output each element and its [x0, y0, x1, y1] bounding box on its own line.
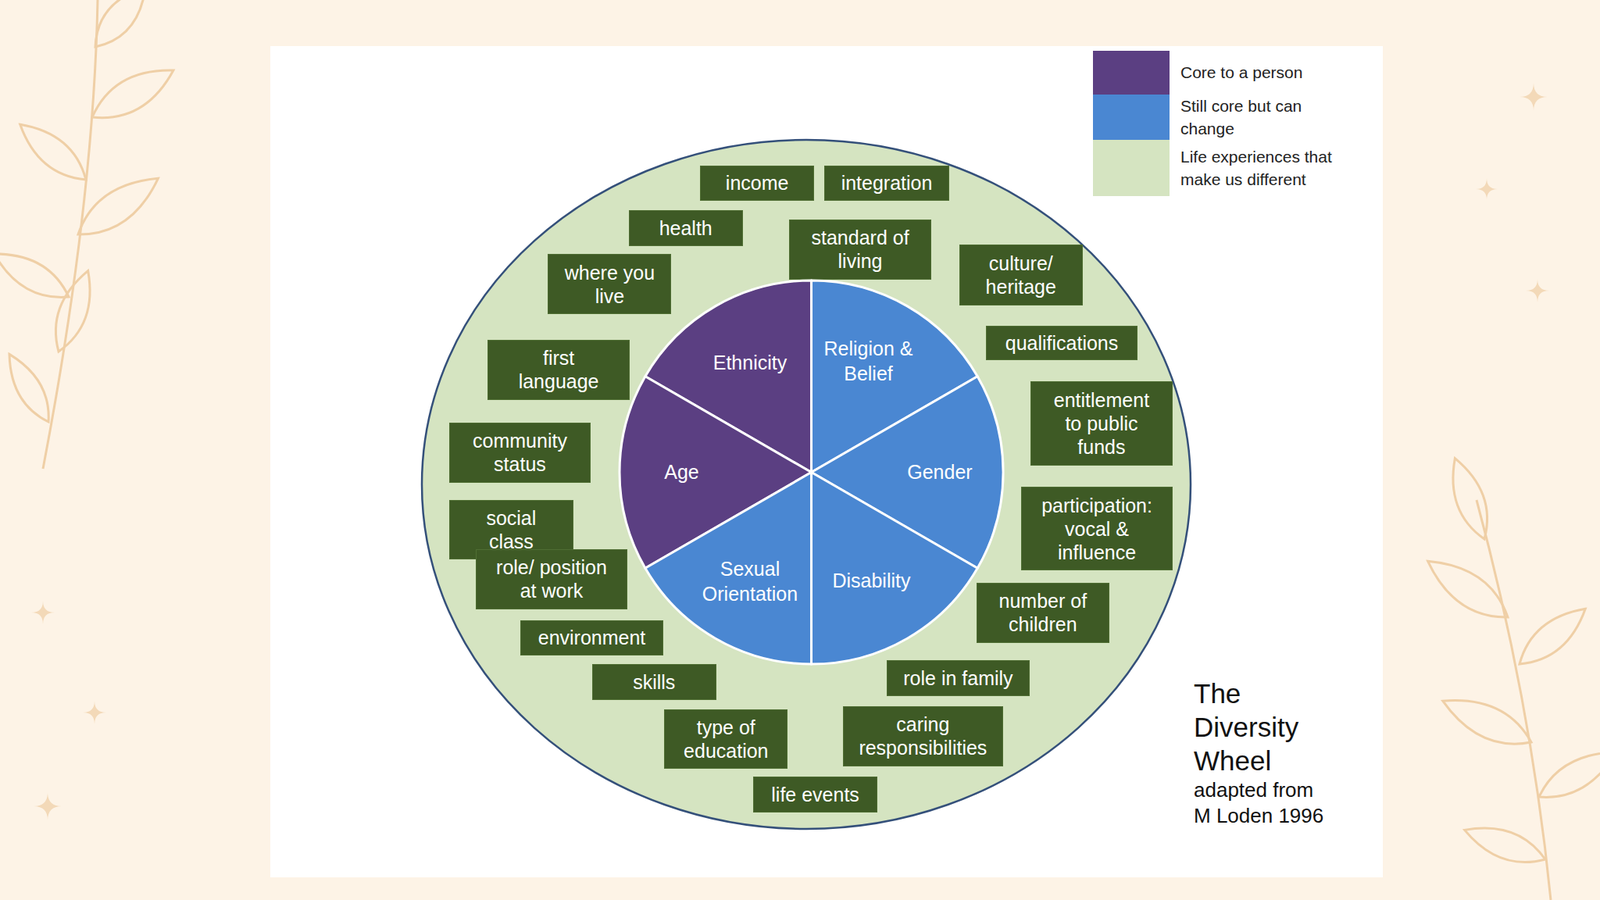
- leaf: [1460, 817, 1550, 873]
- box-label: participation: vocal & influence: [1038, 493, 1156, 565]
- outer-ellipse: [421, 139, 1191, 829]
- box-label: type of education: [678, 715, 773, 763]
- experience-box: health: [628, 210, 743, 247]
- leaf: [85, 0, 157, 56]
- wedge: [645, 472, 812, 665]
- slice-label: Age: [664, 460, 699, 485]
- box-label: role/ position at work: [492, 555, 611, 603]
- experience-box: role in family: [886, 660, 1030, 697]
- sparkle: [33, 792, 62, 821]
- experience-box: standard of living: [789, 219, 933, 280]
- experience-box: first language: [487, 339, 630, 400]
- legend-swatch: [1092, 139, 1170, 197]
- slice-label: Religion & Belief: [817, 336, 920, 386]
- legend-label: Core to a person: [1180, 60, 1345, 84]
- box-label: standard of living: [805, 225, 915, 273]
- white-panel: [270, 46, 1383, 878]
- legend-label: Life experiences that make us different: [1180, 145, 1345, 192]
- leaf: [1532, 739, 1600, 809]
- experience-box: qualifications: [985, 325, 1139, 361]
- box-label: income: [725, 171, 790, 195]
- title: The Diversity Wheel: [1193, 676, 1311, 778]
- leaf: [10, 114, 95, 191]
- box-label: first language: [514, 346, 604, 393]
- slice-label: Sexual Orientation: [695, 557, 805, 607]
- leaf: [1510, 598, 1595, 675]
- leaf: [0, 348, 59, 429]
- experience-box: caring responsibilities: [842, 706, 1004, 767]
- experience-box: integration: [824, 165, 949, 202]
- slice-shape: [619, 280, 1004, 665]
- box-label: role in family: [903, 666, 1013, 690]
- legend-swatch: [1092, 94, 1170, 140]
- legend-swatch: [1092, 50, 1170, 95]
- sparkle: [1525, 278, 1550, 303]
- right-foliage: [1418, 453, 1600, 900]
- box-label: entitlement to public funds: [1048, 388, 1154, 459]
- experience-box: entitlement to public funds: [1030, 381, 1173, 465]
- box-label: social class: [475, 506, 547, 554]
- sparkle: [82, 700, 107, 725]
- leaf: [46, 266, 102, 357]
- box-label: integration: [841, 171, 933, 195]
- leaf: [84, 57, 182, 132]
- box-label: culture/ heritage: [975, 251, 1066, 299]
- experience-box: number of children: [976, 582, 1110, 643]
- box-label: skills: [632, 670, 675, 694]
- slice-label: Ethnicity: [713, 350, 787, 375]
- box-label: health: [659, 216, 713, 240]
- stem: [1476, 500, 1551, 900]
- wedge: [810, 472, 978, 665]
- sparkle: [1475, 178, 1498, 200]
- leaf: [1435, 686, 1538, 757]
- title-block: The Diversity Wheeladapted from M Loden …: [1193, 676, 1331, 829]
- pie-slice: Disability: [619, 280, 1004, 665]
- box-label: qualifications: [1005, 331, 1119, 355]
- box-label: community status: [468, 428, 571, 476]
- box-label: number of children: [992, 589, 1094, 636]
- sparkle: [31, 600, 55, 625]
- experience-box: type of education: [664, 709, 788, 769]
- box-label: where you live: [560, 260, 659, 308]
- slice-label: Gender: [907, 460, 972, 485]
- experience-box: culture/ heritage: [959, 244, 1083, 305]
- experience-box: where you live: [547, 253, 672, 315]
- left-foliage: [0, 0, 182, 469]
- experience-box: participation: vocal & influence: [1021, 486, 1172, 571]
- experience-box: environment: [520, 620, 664, 655]
- caption: adapted from M Loden 1996: [1193, 777, 1331, 829]
- legend-label: Still core but can change: [1180, 94, 1345, 141]
- experience-box: community status: [449, 422, 592, 483]
- experience-box: income: [700, 165, 815, 202]
- leaf: [69, 165, 168, 247]
- leaf: [1418, 548, 1517, 630]
- leaf: [1442, 453, 1498, 544]
- box-label: caring responsibilities: [852, 712, 993, 760]
- experience-box: skills: [592, 664, 717, 700]
- box-label: life events: [771, 782, 860, 807]
- experience-box: life events: [753, 776, 878, 813]
- box-label: environment: [538, 625, 647, 650]
- slice-label: Disability: [832, 569, 911, 594]
- sparkle: [1519, 82, 1548, 111]
- experience-box: role/ position at work: [475, 549, 629, 610]
